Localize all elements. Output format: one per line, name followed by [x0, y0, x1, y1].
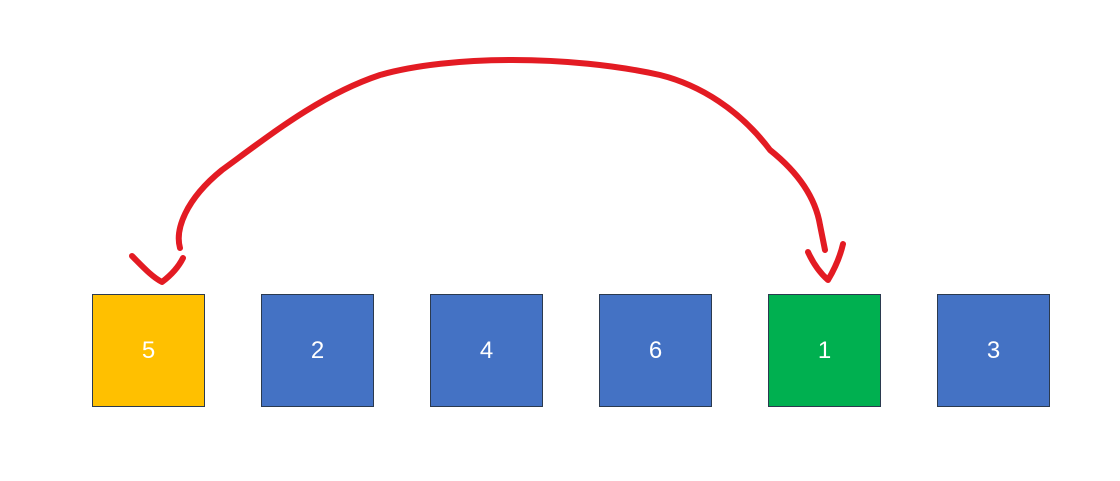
box-2: 4 [430, 294, 543, 407]
box-1-label: 2 [310, 336, 325, 364]
box-4: 1 [768, 294, 881, 407]
right-arrowhead [805, 241, 846, 283]
box-5-label: 3 [986, 336, 1001, 364]
box-1: 2 [261, 294, 374, 407]
left-arrowhead [129, 253, 186, 285]
swap-arc [175, 57, 828, 253]
box-4-label: 1 [817, 336, 832, 364]
box-0: 5 [92, 294, 205, 407]
box-3-label: 6 [648, 336, 663, 364]
box-3: 6 [599, 294, 712, 407]
box-2-label: 4 [479, 336, 494, 364]
box-5: 3 [937, 294, 1050, 407]
box-0-label: 5 [141, 336, 156, 364]
